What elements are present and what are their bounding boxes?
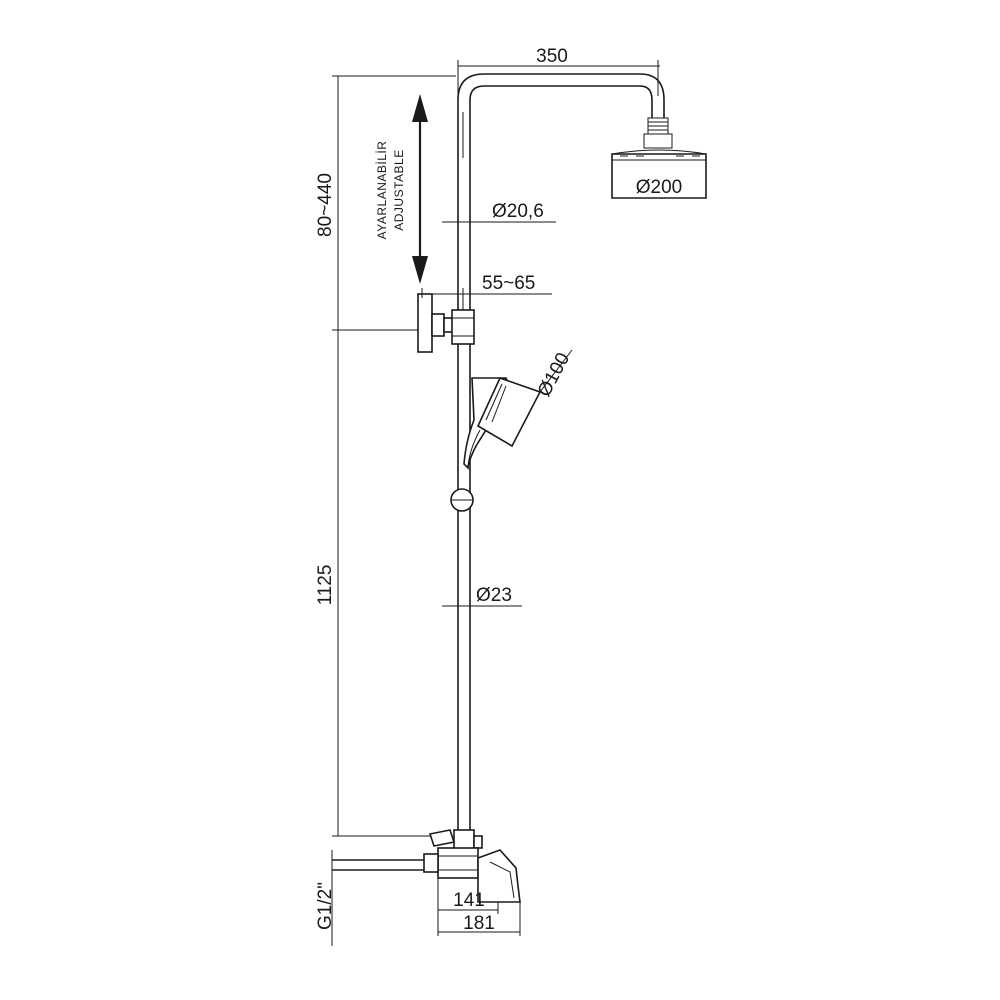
adjustable-label-english: ADJUSTABLE	[392, 149, 406, 230]
adjustable-text: AYARLANABİLİR ADJUSTABLE	[375, 141, 406, 240]
adjustable-height-label: 80~440	[315, 173, 336, 237]
inlet-thread-dimension: G1/2"	[315, 850, 336, 946]
shower-head-connector	[643, 117, 673, 149]
lower-pipe-diameter-label: Ø23	[476, 585, 512, 606]
bracket-offset-dimension: 55~65	[421, 273, 552, 300]
top-width-label: 350	[536, 46, 568, 67]
slider-holder	[450, 488, 474, 512]
mixer-inner-width-label: 141	[453, 890, 485, 911]
shower-head: Ø200	[611, 149, 707, 199]
adjustable-range-arrow	[412, 94, 428, 284]
adjustable-height-dimension: 80~440	[315, 75, 456, 331]
overhead-arm	[457, 73, 665, 158]
shower-head-diameter-label: Ø200	[636, 177, 682, 198]
inlet-thread-label: G1/2"	[315, 882, 336, 930]
upper-pipe-diameter-label: Ø20,6	[492, 201, 544, 222]
column-height-label: 1125	[315, 565, 336, 606]
hand-shower-diameter-label: Ø100	[534, 349, 574, 400]
lower-pipe-diameter-callout: Ø23	[442, 585, 522, 607]
adjustable-label-turkish: AYARLANABİLİR	[375, 141, 389, 240]
mixer-body	[332, 829, 521, 903]
bracket-offset-label: 55~65	[482, 273, 535, 294]
hand-shower-diameter-callout: Ø100	[534, 349, 574, 400]
mixer-outer-width-label: 181	[463, 913, 495, 934]
column-height-dimension: 1125	[315, 330, 430, 837]
wall-bracket	[417, 293, 475, 353]
upper-pipe-diameter-callout: Ø20,6	[442, 201, 556, 223]
mixer-width-dimensions: 141 181	[437, 878, 521, 936]
top-width-dimension: 350	[457, 46, 660, 100]
hand-shower	[463, 377, 542, 470]
